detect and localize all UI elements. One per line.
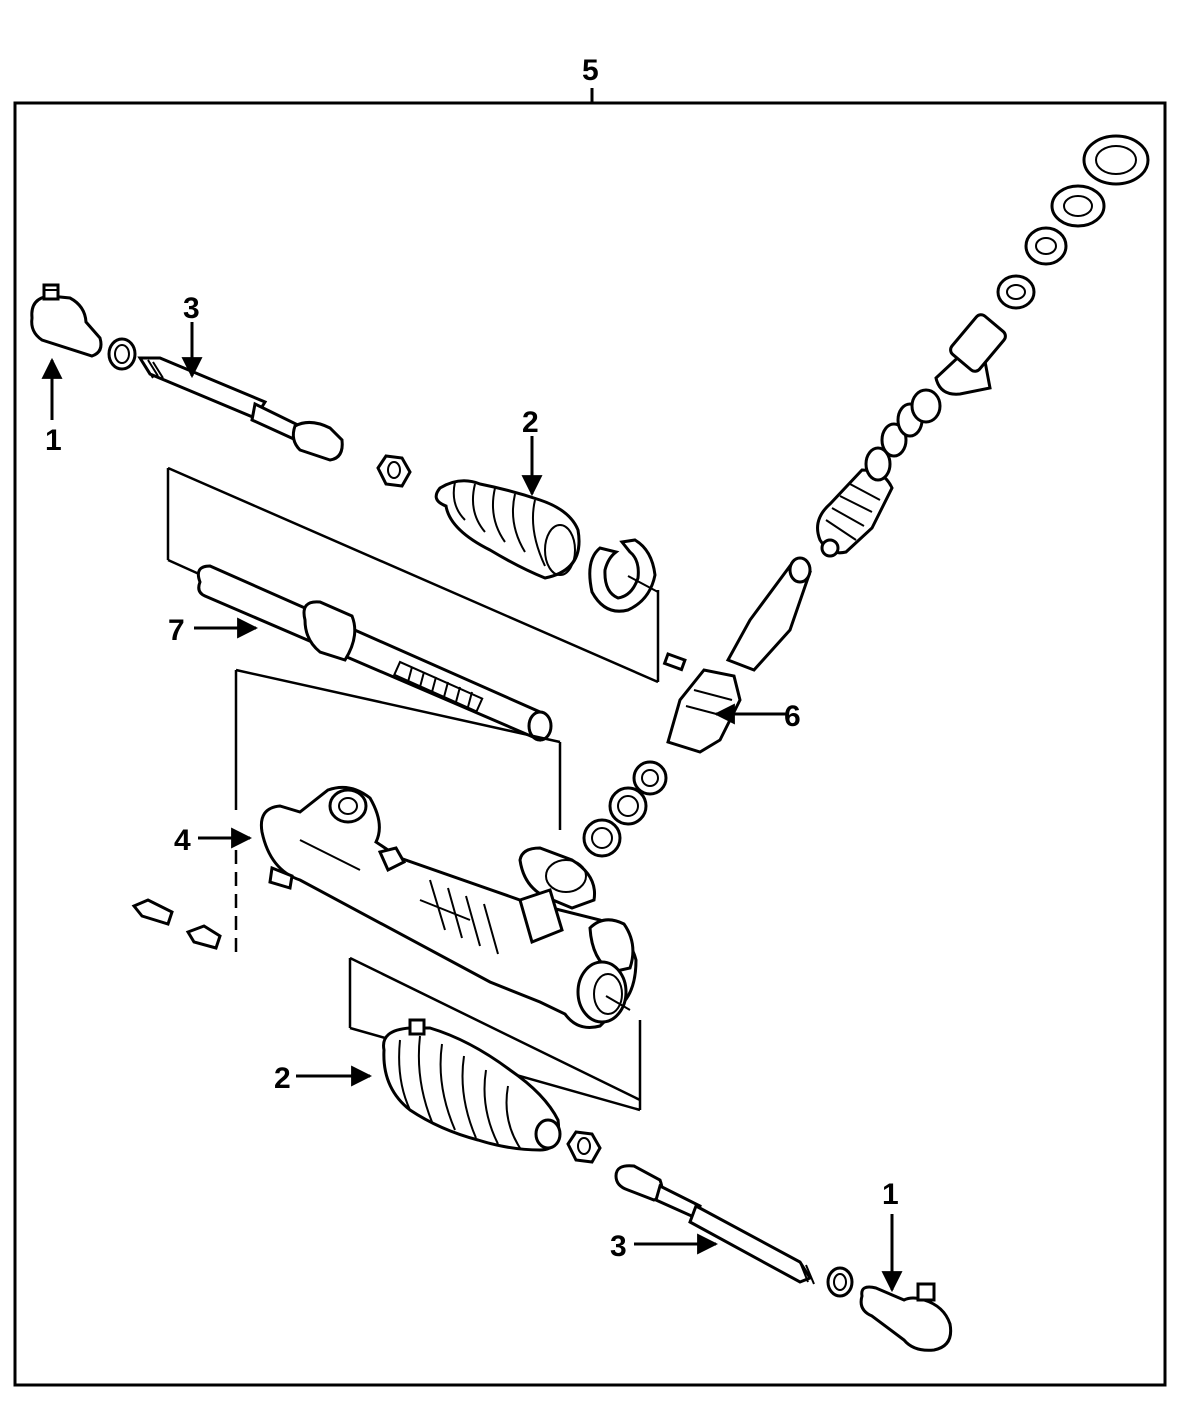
callout-1-bottom: 1: [882, 1178, 899, 1211]
outer-tie-rod-end-bottom: [826, 1266, 953, 1352]
assembly-frame: [13, 88, 1167, 1387]
callout-4: 4: [174, 824, 191, 857]
jam-nut-bottom: [566, 1130, 602, 1164]
callout-3-top: 3: [183, 292, 200, 325]
inner-tie-rod-bottom: [614, 1164, 815, 1285]
callout-3-bottom: 3: [610, 1230, 627, 1263]
rack-boot-bottom: [382, 1018, 562, 1152]
callout-6: 6: [784, 700, 801, 733]
jam-nut-top: [376, 454, 412, 488]
control-valve-pinion: [662, 556, 812, 754]
rack-boot-top: [434, 479, 581, 580]
callout-2-top: 2: [522, 406, 539, 439]
rack-outline-box: [166, 466, 660, 684]
pinion-seals: [582, 760, 668, 858]
callout-5: 5: [582, 54, 599, 87]
bleeder-fittings: [131, 898, 222, 950]
rack-teeth: [392, 660, 484, 713]
callout-1-top: 1: [45, 424, 62, 457]
outer-tie-rod-end-top: [30, 283, 137, 371]
inner-tie-rod-top: [137, 356, 344, 462]
housing-outline-box: [234, 668, 642, 1112]
boot-clamp-top: [588, 538, 659, 613]
callout-2-bottom: 2: [274, 1062, 291, 1095]
steering-rack: [196, 564, 553, 742]
valve-seal-stack: [816, 134, 1150, 558]
rack-housing: [259, 785, 638, 1029]
callout-7: 7: [168, 614, 185, 647]
